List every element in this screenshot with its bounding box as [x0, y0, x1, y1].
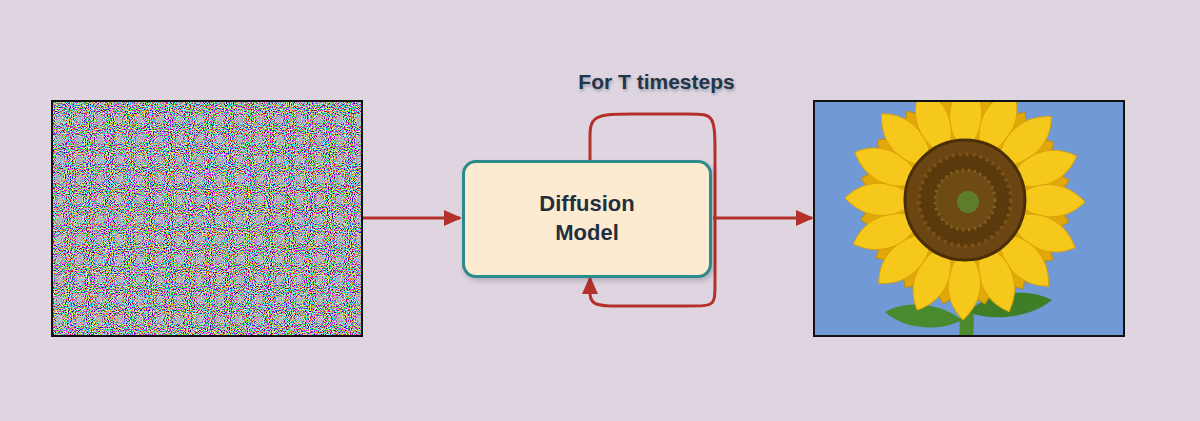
disk-seeds	[935, 170, 995, 230]
outer-petals	[845, 101, 1085, 320]
noise-ground	[52, 101, 362, 336]
disk-center	[957, 191, 979, 213]
image-frame	[52, 101, 362, 336]
sunflower-image	[814, 80, 1124, 340]
petal-ring	[845, 101, 1085, 320]
input-arrow	[363, 217, 460, 220]
output-arrow	[713, 217, 812, 220]
image-frame	[814, 101, 1124, 336]
box-label: Diffusion Model	[522, 190, 652, 247]
noise-pixels	[52, 101, 362, 336]
process-box: Diffusion Model	[462, 160, 712, 278]
disk-seeds	[919, 154, 1011, 246]
flower-disk	[905, 140, 1025, 260]
loop-label: For T timesteps	[578, 70, 734, 94]
noise-image	[52, 101, 362, 336]
sunflower	[845, 101, 1085, 336]
